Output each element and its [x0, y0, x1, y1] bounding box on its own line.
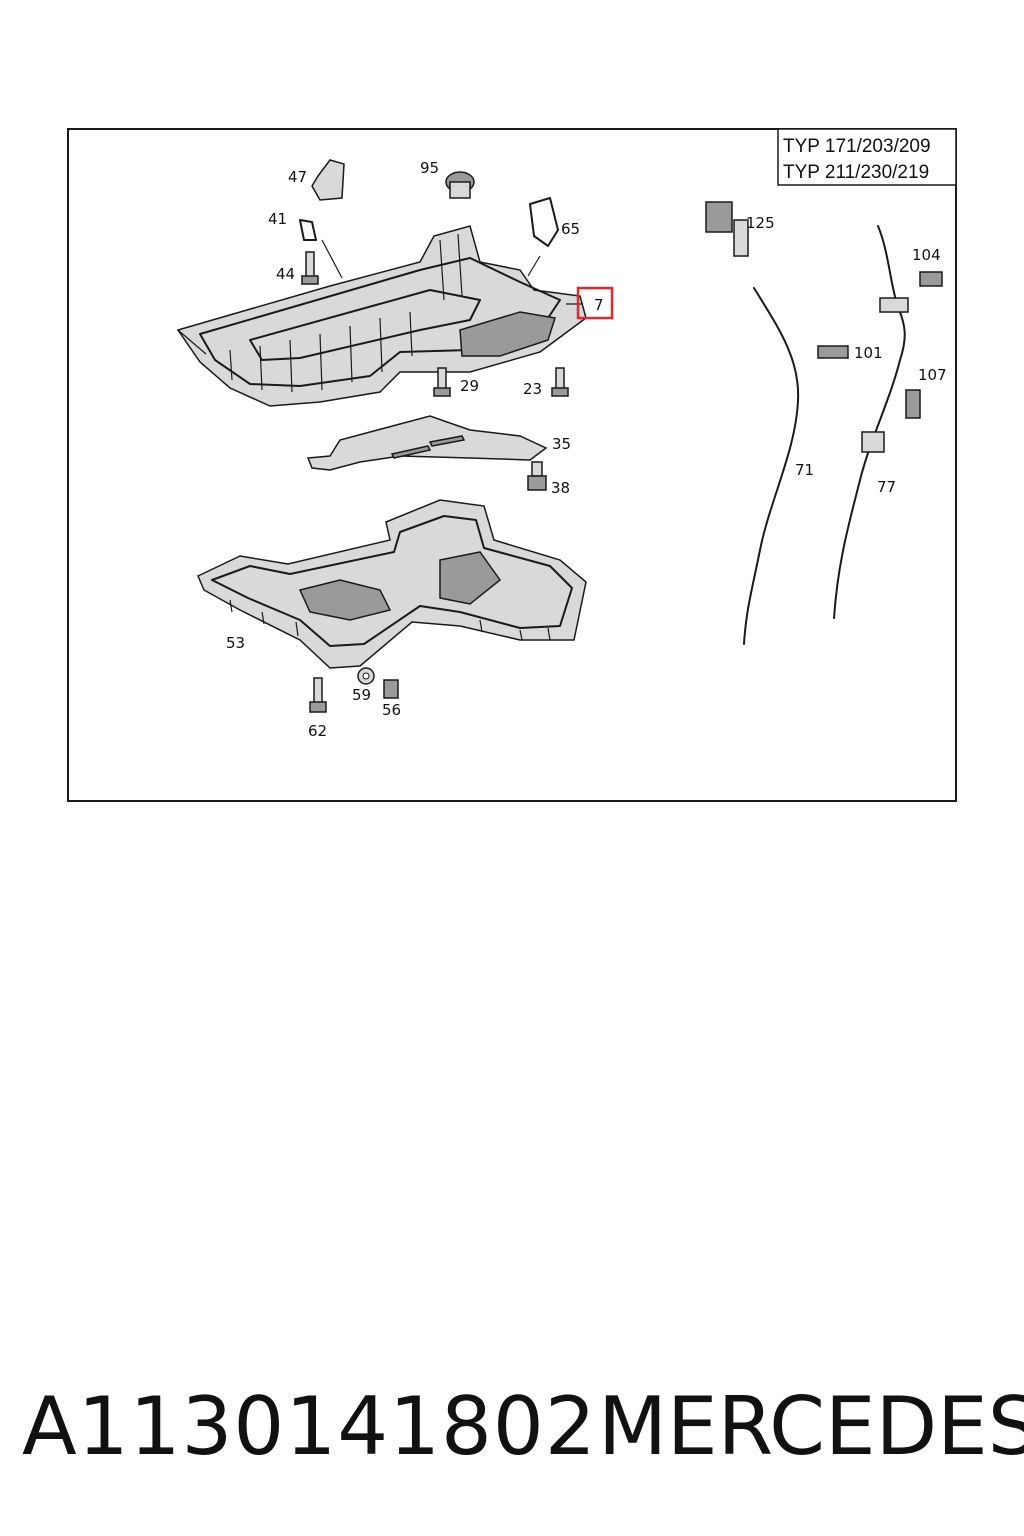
callout-56: 56: [382, 701, 401, 719]
bolt-23: [551, 367, 569, 397]
callout-47: 47: [288, 168, 307, 186]
callout-35: 35: [552, 435, 571, 453]
callout-29: 29: [460, 377, 479, 395]
callout-107: 107: [918, 366, 947, 384]
plug-95: [445, 171, 475, 199]
callout-41: 41: [268, 210, 287, 228]
callout-65: 65: [561, 220, 580, 238]
guide-tube-77: [833, 225, 909, 619]
part-number: A1130141802: [22, 1380, 597, 1473]
callout-53: 53: [226, 634, 245, 652]
callout-38: 38: [551, 479, 570, 497]
type-box: TYP 171/203/209 TYP 211/230/219: [777, 128, 957, 186]
bolt-104: [919, 271, 943, 287]
bracket-41: [299, 219, 317, 241]
baffle-plate: [306, 415, 548, 471]
plug-56: [383, 679, 399, 699]
footer: A1130141802 MERCEDES: [0, 1372, 1024, 1482]
callout-44: 44: [276, 265, 295, 283]
bolt-107: [905, 389, 921, 419]
dipstick-tube-71: [705, 201, 800, 645]
callout-101: 101: [854, 344, 883, 362]
callout-95: 95: [420, 159, 439, 177]
sensor-38: [527, 461, 547, 491]
callout-71: 71: [795, 461, 814, 479]
callout-62: 62: [308, 722, 327, 740]
callout-77: 77: [877, 478, 896, 496]
seal-59: [357, 667, 375, 685]
callout-125: 125: [746, 214, 775, 232]
highlight-box: [576, 286, 614, 320]
type-label-2: TYP 211/230/219: [783, 162, 929, 183]
bolt-62: [309, 677, 327, 713]
type-label-1: TYP 171/203/209: [783, 136, 931, 157]
callout-59: 59: [352, 686, 371, 704]
callout-23: 23: [523, 380, 542, 398]
clip-47: [311, 159, 345, 201]
diagram-frame: [67, 128, 957, 802]
bolt-44: [301, 251, 319, 285]
brand-name: MERCEDES: [598, 1380, 1024, 1473]
upper-oil-pan: [176, 225, 587, 407]
callout-104: 104: [912, 246, 941, 264]
shield-65: [529, 197, 559, 247]
bolt-101: [817, 345, 849, 359]
callout-7: 7: [594, 296, 604, 314]
lower-oil-pan: [197, 499, 587, 669]
bolt-29: [433, 367, 451, 397]
